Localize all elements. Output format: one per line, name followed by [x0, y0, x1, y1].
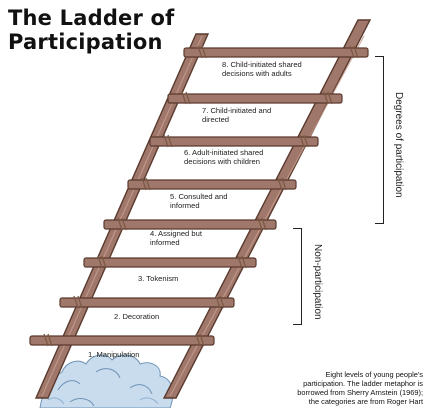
lower-bracket — [293, 228, 302, 325]
rung-label-line: informed — [170, 201, 200, 210]
rung-label-line: 8. Child-initiated shared — [222, 60, 302, 69]
upper-bracket-label: Degrees of participation — [393, 92, 404, 198]
rung-label-3: 3. Tokenism — [138, 274, 178, 283]
lower-bracket-label: Non-participation — [312, 244, 323, 320]
upper-bracket — [375, 56, 384, 224]
rung-label-2: 2. Decoration — [114, 312, 159, 321]
rung-label-line: decisions with children — [184, 157, 260, 166]
ladder-rung-bar — [167, 93, 343, 104]
rope-lashing — [97, 255, 107, 269]
ladder-rung-bar — [83, 257, 257, 268]
rope-lashing — [117, 217, 127, 231]
rung-label-line: 3. Tokenism — [138, 274, 179, 283]
rope-lashing — [277, 177, 287, 191]
title-line-1: The Ladder of — [8, 6, 175, 30]
rope-lashing — [299, 134, 309, 148]
diagram-title: The Ladder of Participation — [8, 6, 175, 54]
ladder-rung-bar — [103, 219, 277, 230]
rung-label-line: 7. Child-initiated and — [202, 106, 272, 115]
rope-lashing — [349, 45, 359, 59]
rope-lashing — [43, 333, 53, 347]
water-splash — [39, 354, 174, 408]
ladder-rung-bar — [59, 297, 235, 308]
rung-label-1: 1. Manipulation — [88, 350, 140, 359]
caption-line-3: borrowed from Sherry Arnstein (1969); — [297, 388, 423, 397]
rope-lashing — [181, 91, 191, 105]
rung-label-line: 4. Assigned but — [150, 229, 202, 238]
rung-label-line: decisions with adults — [222, 69, 292, 78]
ladder-rung-bar — [29, 335, 215, 346]
rung-label-line: informed — [150, 238, 180, 247]
caption-line-4: the categories are from Roger Hart — [308, 397, 423, 406]
title-line-2: Participation — [8, 30, 163, 54]
rung-label-line: 1. Manipulation — [88, 350, 140, 359]
rung-label-line: directed — [202, 115, 230, 124]
rope-lashing — [323, 91, 333, 105]
rope-lashing — [215, 295, 225, 309]
rung-label-line: 5. Consulted and — [170, 192, 228, 201]
ladder-rung-bar — [127, 179, 297, 190]
ladder-rung-bar — [149, 136, 319, 147]
rope-lashing — [237, 255, 247, 269]
rope-lashing — [257, 217, 267, 231]
rope-lashing — [73, 295, 83, 309]
rope-lashing — [195, 333, 205, 347]
caption-line-1: Eight levels of young people's — [325, 370, 423, 379]
rope-lashing — [163, 134, 173, 148]
figure-caption: Eight levels of young people's participa… — [297, 370, 423, 406]
rope-lashing — [141, 177, 151, 191]
ladder-rung-bar — [183, 47, 369, 58]
rung-label-line: 2. Decoration — [114, 312, 160, 321]
rope-lashing — [197, 45, 207, 59]
rung-label-line: 6. Adult-initiated shared — [184, 148, 264, 157]
caption-line-2: participation. The ladder metaphor is — [303, 379, 423, 388]
